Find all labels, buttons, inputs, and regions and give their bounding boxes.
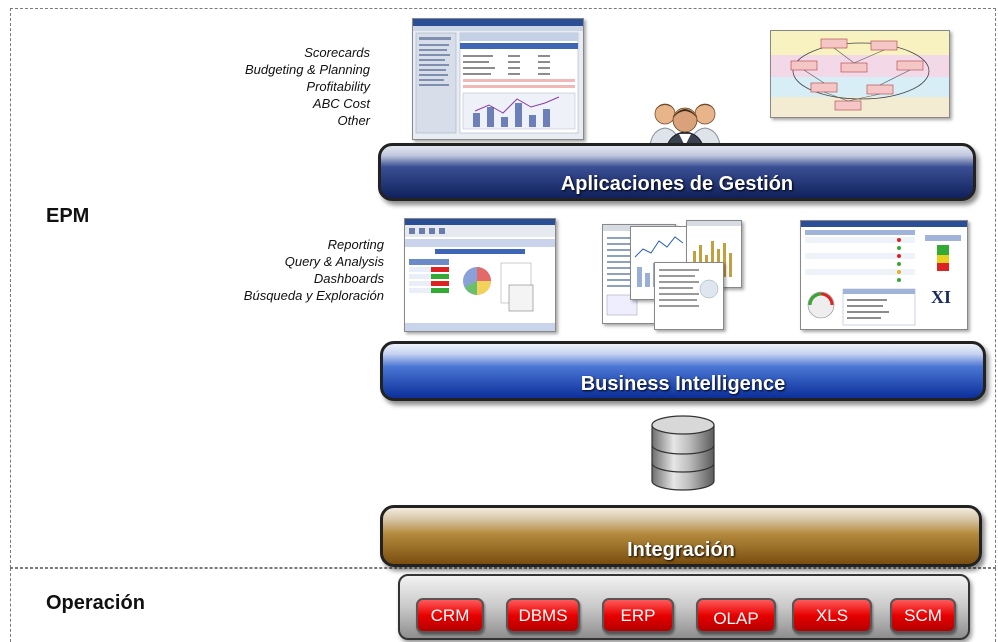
- bi-feature-item: Reporting: [327, 237, 384, 252]
- bi-feature-item: Dashboards: [313, 271, 384, 286]
- source-dbms: DBMS: [506, 598, 580, 633]
- source-crm: CRM: [416, 598, 484, 633]
- scorecard-screenshot: [412, 18, 584, 140]
- operacion-region: [10, 568, 996, 642]
- source-xls: XLS: [792, 598, 872, 633]
- sources-bar: CRM DBMS ERP OLAP XLS SCM: [398, 574, 970, 640]
- integracion-layer: Integración: [380, 505, 982, 567]
- bi-feature-item: Query & Analysis: [284, 254, 384, 269]
- query-report-screenshot: [404, 218, 556, 332]
- reports-collage-screenshot: [654, 262, 724, 330]
- apps-feature-item: Scorecards: [304, 45, 370, 60]
- database-icon: [651, 415, 715, 491]
- bi-feature-list: Reporting Query & Analysis Dashboards Bú…: [244, 236, 384, 304]
- integracion-label: Integración: [627, 539, 735, 561]
- epm-region: [10, 8, 996, 568]
- source-erp: ERP: [602, 598, 674, 633]
- apps-feature-item: ABC Cost: [312, 96, 370, 111]
- strategy-map-screenshot: [770, 30, 950, 118]
- operacion-label: Operación: [46, 592, 145, 614]
- business-intelligence-layer: Business Intelligence: [380, 341, 986, 401]
- apps-feature-item: Profitability: [306, 79, 370, 94]
- apps-feature-list: Scorecards Budgeting & Planning Profitab…: [245, 44, 370, 129]
- epm-label: EPM: [46, 205, 90, 227]
- dashboard-screenshot: XI: [800, 220, 968, 330]
- aplicaciones-gestion-label: Aplicaciones de Gestión: [560, 173, 794, 195]
- source-scm: SCM: [890, 598, 956, 633]
- bi-feature-item: Búsqueda y Exploración: [243, 288, 384, 303]
- source-olap: OLAP: [696, 598, 776, 633]
- apps-feature-item: Other: [337, 113, 370, 128]
- aplicaciones-gestion-layer: Aplicaciones de Gestión: [378, 143, 976, 201]
- apps-feature-item: Budgeting & Planning: [244, 62, 370, 77]
- svg-text:XI: XI: [931, 287, 951, 307]
- business-intelligence-label: Business Intelligence: [580, 373, 786, 395]
